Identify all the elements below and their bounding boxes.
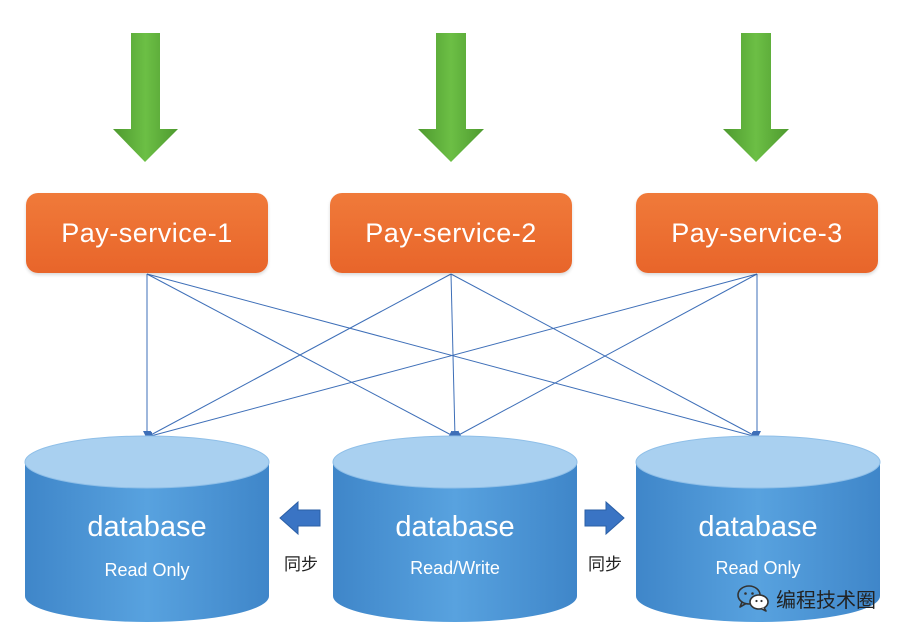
database-mode-3: Read Only (715, 558, 801, 578)
service-label-1: Pay-service-1 (61, 217, 233, 248)
connector-s1-d2 (146, 273, 457, 438)
sync-arrow-left-icon (279, 500, 321, 536)
connector-s2-d3 (450, 273, 759, 438)
sync-arrow-right-icon (584, 500, 625, 536)
connector-s2-d1 (145, 273, 452, 438)
database-cylinder-3 (635, 435, 881, 622)
database-label-group-2: database Read/Write (333, 511, 577, 579)
database-name-2: database (395, 511, 515, 543)
sync-label-left: 同步 (284, 555, 318, 575)
database-label-group-3: database Read Only (636, 511, 880, 579)
inflow-arrow-2 (418, 33, 484, 162)
watermark: 编程技术圈 (736, 583, 876, 613)
inflow-arrow-3 (723, 33, 789, 162)
connector-s3-d1 (145, 273, 758, 440)
database-name-1: database (87, 511, 207, 543)
service-box-2: Pay-service-2 (330, 193, 572, 273)
inflow-arrow-1 (113, 33, 178, 162)
service-label-3: Pay-service-3 (671, 217, 843, 248)
database-name-3: database (698, 511, 818, 543)
sync-label-right: 同步 (588, 555, 622, 575)
database-mode-2: Read/Write (410, 558, 500, 578)
database-cylinder-2 (332, 435, 578, 622)
database-mode-1: Read Only (104, 560, 190, 580)
service-box-1: Pay-service-1 (26, 193, 268, 273)
watermark-text: 编程技术圈 (776, 587, 876, 612)
service-box-3: Pay-service-3 (636, 193, 878, 273)
connector-lines (143, 273, 761, 440)
database-cylinder-1 (24, 435, 270, 622)
wechat-icon (737, 585, 769, 612)
service-label-2: Pay-service-2 (365, 217, 537, 248)
database-label-group-1: database Read Only (25, 511, 269, 581)
connector-s3-d2 (453, 273, 758, 438)
